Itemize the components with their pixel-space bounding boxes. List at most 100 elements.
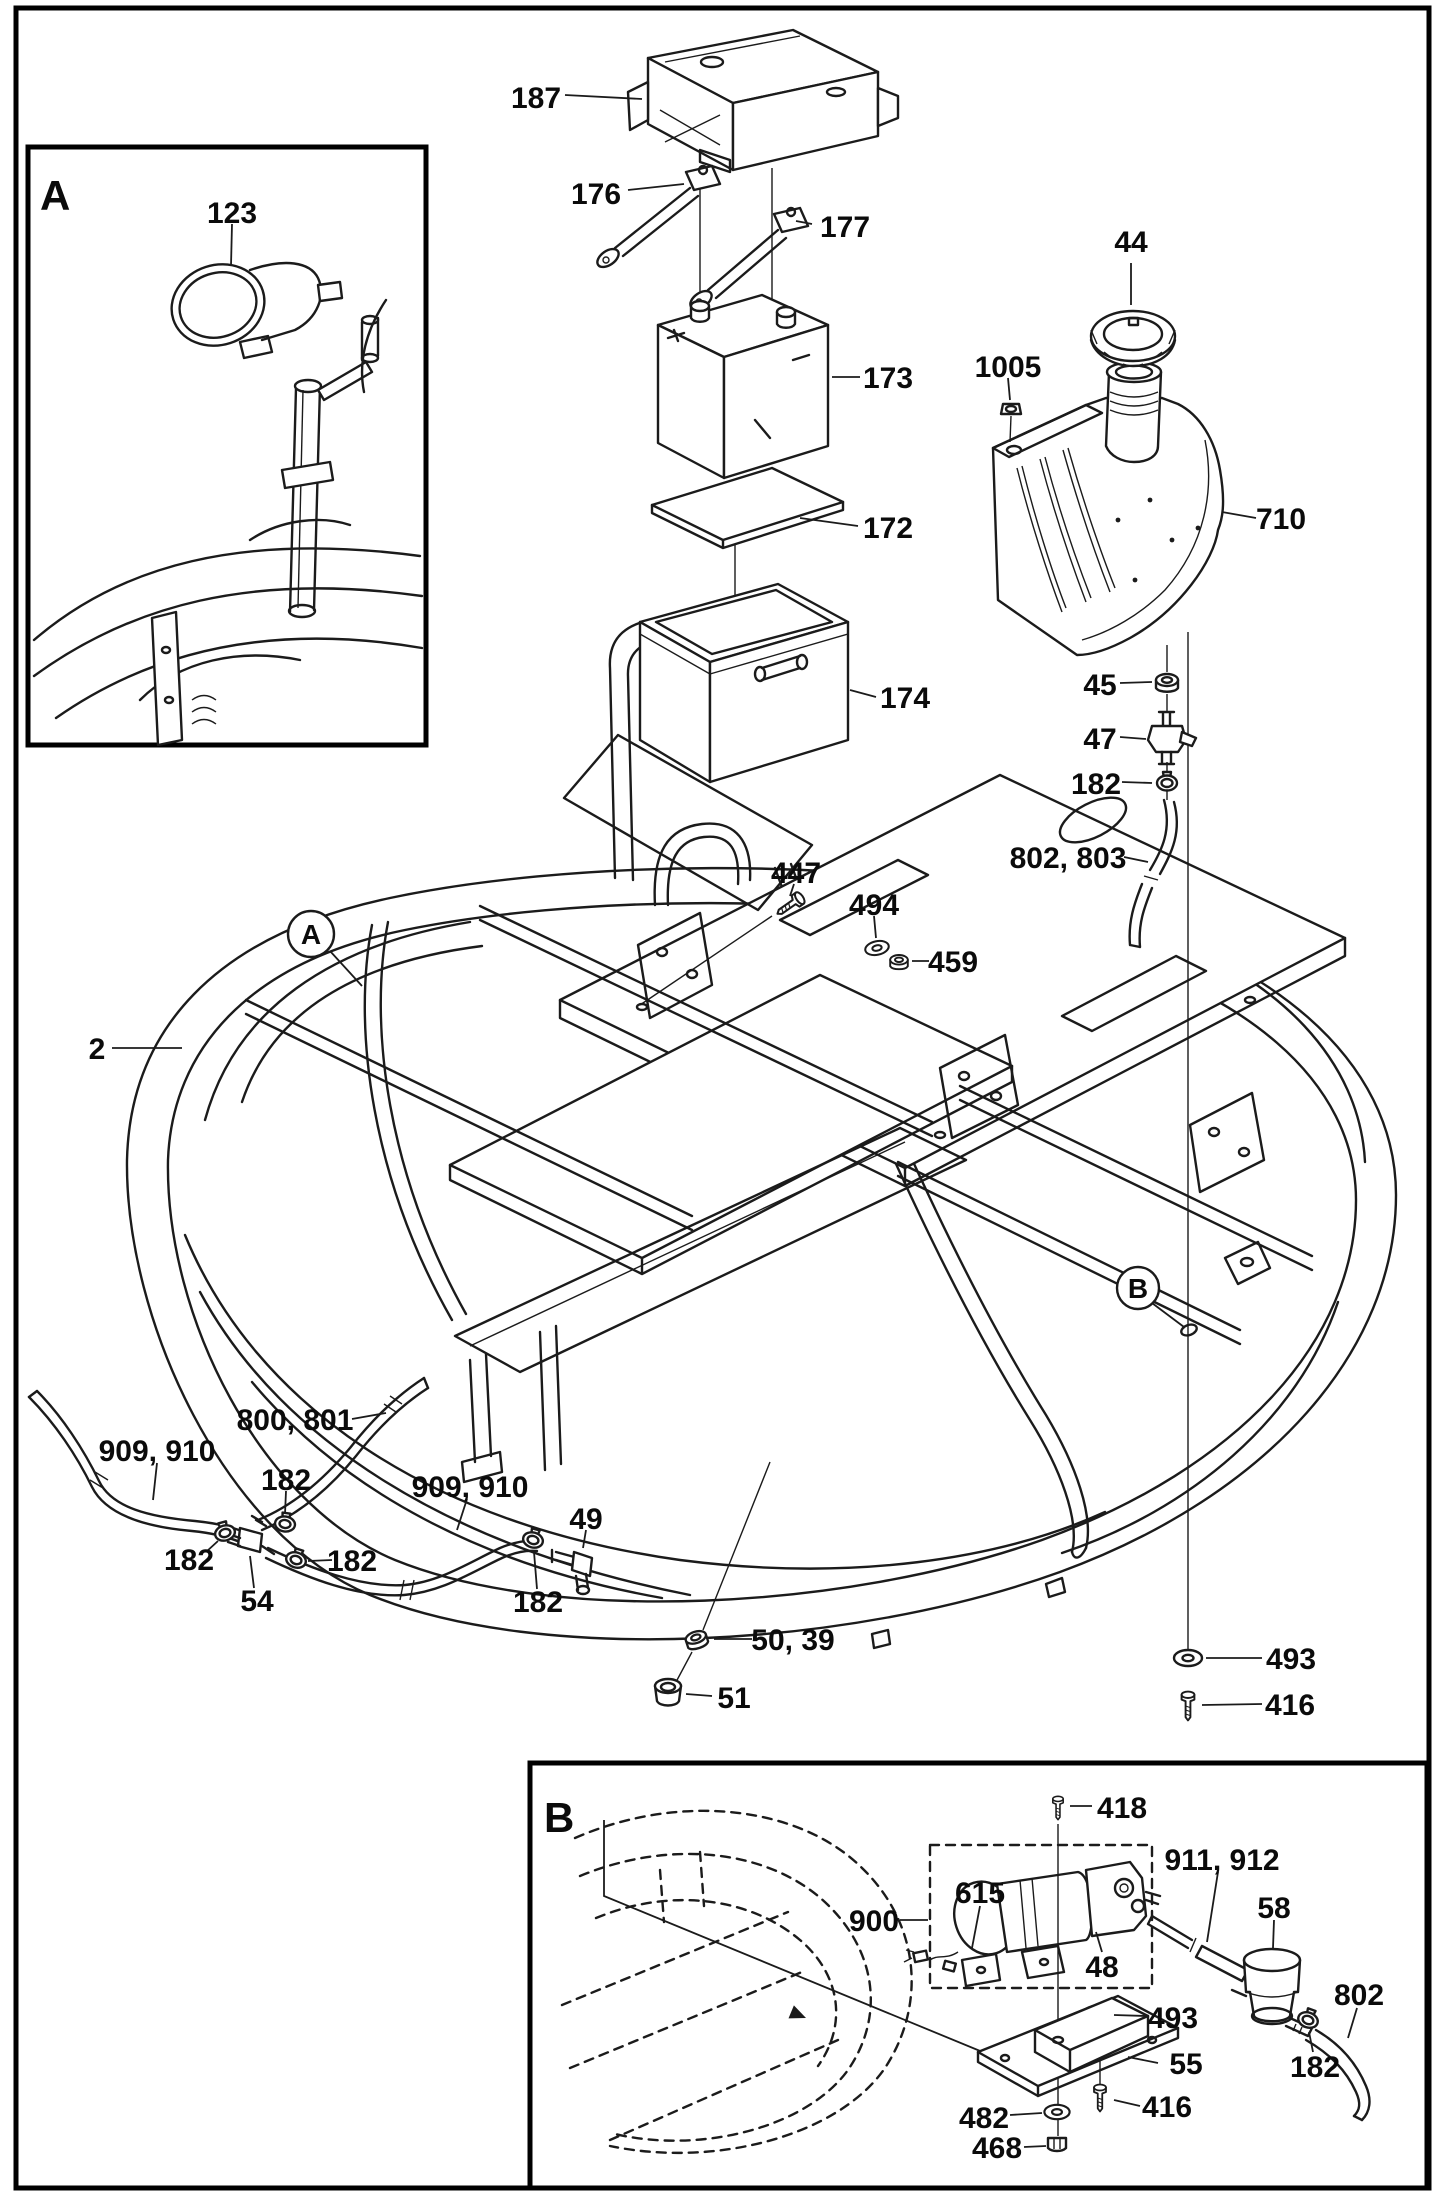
callout-911-912: 911, 912 — [1164, 1844, 1279, 1877]
battery-cover-drawing — [626, 28, 900, 320]
pump-48-drawing — [953, 1860, 1162, 1988]
inset-a: A — [25, 144, 429, 748]
fuel-cap-drawing — [1089, 309, 1177, 368]
callout-58: 58 — [1257, 1892, 1290, 1925]
hose-800-801-bottom — [260, 1386, 430, 1532]
callout-182-tank: 182 — [1071, 768, 1121, 801]
tank-fasteners — [1128, 672, 1198, 949]
frame-ref-a-letter: A — [301, 919, 321, 950]
steering-column-drawing — [280, 314, 380, 619]
callout-54: 54 — [240, 1585, 274, 1618]
harness-615-drawing — [903, 1949, 959, 1973]
callout-45: 45 — [1083, 669, 1116, 702]
inset-a-border — [25, 144, 429, 748]
callout-418: 418 — [1097, 1792, 1147, 1825]
inset-b-ghost-frame — [560, 1809, 913, 2155]
callout-49: 49 — [569, 1503, 602, 1536]
frame-ref-b: B — [1115, 1265, 1198, 1337]
deck-fasteners: 447 494 459 — [639, 857, 978, 1006]
hose-909-910-right-bottom — [264, 1549, 539, 1597]
fuel-tank-drawing — [991, 360, 1225, 1650]
hose-802-803-upper — [1148, 798, 1179, 876]
callout-468: 468 — [972, 2132, 1022, 2165]
callout-459: 459 — [928, 946, 978, 979]
callout-802: 802 — [1334, 1979, 1384, 2012]
callout-172: 172 — [863, 512, 913, 545]
callout-47: 47 — [1083, 723, 1116, 756]
callout-50-39: 50, 39 — [751, 1624, 834, 1657]
mount-axis-line — [675, 1461, 771, 1683]
inset-b: B — [527, 1760, 1430, 2191]
bushing-1005-drawing — [999, 402, 1023, 443]
callout-51: 51 — [717, 1682, 750, 1715]
callout-55: 55 — [1169, 2048, 1202, 2081]
inset-b-pointer-line — [603, 1820, 1003, 2061]
callout-615: 615 — [955, 1877, 1005, 1910]
callout-493-b: 493 — [1148, 2002, 1198, 2035]
frame-drawing — [125, 598, 1398, 1650]
hose-802-drawing — [1304, 2028, 1371, 2122]
inset-b-letter: B — [544, 1794, 574, 1841]
callout-482: 482 — [959, 2102, 1009, 2135]
inset-b-pointer-arrow — [788, 2005, 806, 2019]
tee-fitting-drawing — [226, 1514, 276, 1556]
callout-909-910-right: 909, 910 — [412, 1471, 529, 1504]
frame-ref-a: A — [286, 909, 363, 987]
frame-ref-b-letter: B — [1128, 1273, 1148, 1304]
callout-802-803: 802, 803 — [1010, 842, 1127, 875]
battery-cable-176-drawing — [596, 164, 722, 269]
callout-48: 48 — [1085, 1951, 1118, 1984]
battery-cable-177-drawing — [689, 206, 810, 311]
callout-900: 900 — [849, 1905, 899, 1938]
nut-468-drawing — [1046, 2136, 1068, 2153]
hose-callouts: 800, 801 909, 910 182 909, 910 182 182 5… — [99, 1404, 835, 1715]
callout-182-right: 182 — [327, 1545, 377, 1578]
callout-182-top: 182 — [261, 1464, 311, 1497]
callout-800-801: 800, 801 — [237, 1404, 354, 1437]
callout-frame-2-text: 2 — [89, 1033, 106, 1066]
callout-174: 174 — [880, 682, 930, 715]
hose-800-801-top — [256, 1376, 426, 1522]
callout-frame-2: 2 — [89, 1033, 182, 1066]
plug-51-drawing — [653, 1677, 683, 1707]
headlight-drawing — [170, 261, 344, 360]
inset-b-border — [527, 1760, 1430, 2191]
inset-a-letter: A — [40, 172, 70, 219]
callout-909-910-left: 909, 910 — [99, 1435, 216, 1468]
hose-802-803-lower — [1128, 882, 1154, 949]
callout-494: 494 — [849, 889, 899, 922]
callout-187: 187 — [511, 82, 561, 115]
hose-909-910-right-top — [266, 1539, 538, 1587]
tank-mount-fasteners: 493 416 — [1172, 1643, 1316, 1722]
callout-1005: 1005 — [975, 351, 1042, 384]
hose-assembly-drawing — [27, 1376, 771, 1707]
callout-182-left: 182 — [164, 1544, 214, 1577]
battery-mat-drawing — [650, 466, 845, 615]
callout-177: 177 — [820, 211, 870, 244]
callout-416: 416 — [1265, 1689, 1315, 1722]
fuel-valve-drawing — [1146, 710, 1198, 766]
callout-416-b: 416 — [1142, 2091, 1192, 2124]
elbow-fitting-drawing — [550, 1548, 594, 1596]
battery-callouts: 187 176 177 173 172 174 — [511, 82, 930, 715]
callout-176: 176 — [571, 178, 621, 211]
callout-447: 447 — [771, 857, 821, 890]
callout-123: 123 — [207, 197, 257, 230]
callout-182-b: 182 — [1290, 2051, 1340, 2084]
callout-710: 710 — [1256, 503, 1306, 536]
callout-182-elbow: 182 — [513, 1586, 563, 1619]
battery-box-drawing — [638, 582, 850, 784]
callout-493: 493 — [1266, 1643, 1316, 1676]
callout-173: 173 — [863, 362, 913, 395]
inset-b-callouts: 418 911, 912 615 58 900 48 802 493 55 18… — [849, 1792, 1384, 2165]
hose-911-912-drawing — [1146, 1914, 1250, 1983]
callout-44: 44 — [1114, 226, 1148, 259]
bracket-55-drawing — [976, 1994, 1180, 2098]
hose-909-910-left-bottom — [27, 1395, 242, 1544]
inset-a-frame-lines — [32, 298, 424, 747]
fuel-pump-58-drawing — [1230, 1947, 1314, 2038]
hose-909-910-left-top — [35, 1389, 246, 1534]
battery-drawing — [656, 293, 830, 480]
